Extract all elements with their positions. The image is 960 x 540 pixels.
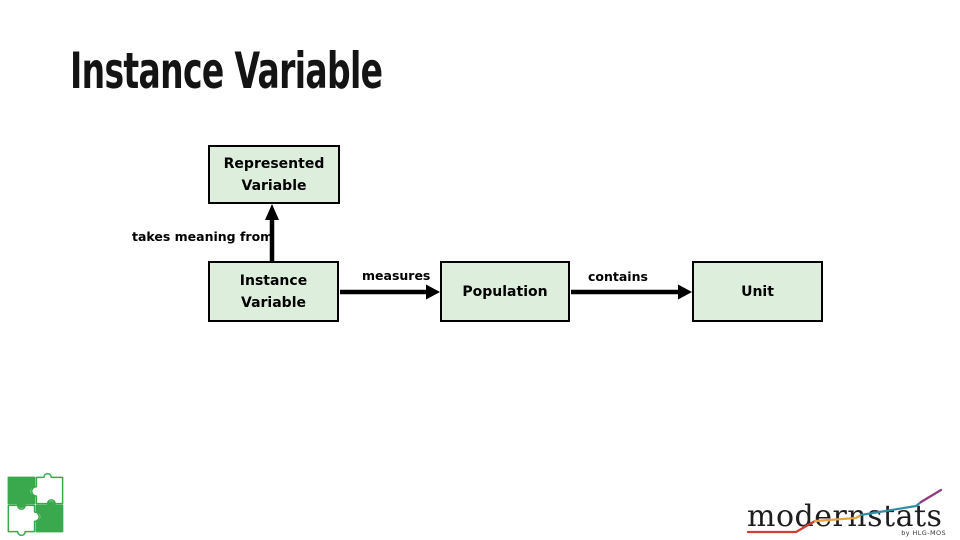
box-instance-variable: Instance Variable (208, 261, 339, 322)
puzzle-piece-bottom-right (35, 500, 64, 533)
puzzle-piece-top-right (31, 472, 64, 505)
box-label-line: Instance (239, 272, 308, 289)
puzzle-piece-bottom-left (7, 504, 40, 537)
box-label-line: Population (462, 283, 548, 300)
modernstats-logo: modernstats by HLG-MOS (744, 486, 952, 538)
edge-label-measures: measures (362, 268, 431, 283)
box-label-line: Represented (223, 155, 325, 172)
modernstats-wordmark: modernstats (747, 499, 943, 534)
box-label-line: Variable (241, 294, 306, 311)
box-label-line: Variable (241, 177, 307, 194)
arrow-contains (571, 284, 692, 300)
modernstats-subtext: by HLG-MOS (901, 529, 946, 537)
puzzle-piece-top-left (7, 476, 36, 509)
box-unit: Unit (692, 261, 823, 322)
edge-label-contains: contains (588, 269, 648, 284)
box-label-line: Unit (741, 283, 774, 300)
box-represented-variable: Represented Variable (208, 145, 340, 204)
edge-label-takes-meaning-from: takes meaning from (132, 229, 274, 244)
box-population: Population (440, 261, 570, 322)
puzzle-pieces-icon (7, 472, 64, 537)
page-title: Instance Variable (70, 42, 383, 100)
arrow-measures (340, 284, 440, 300)
